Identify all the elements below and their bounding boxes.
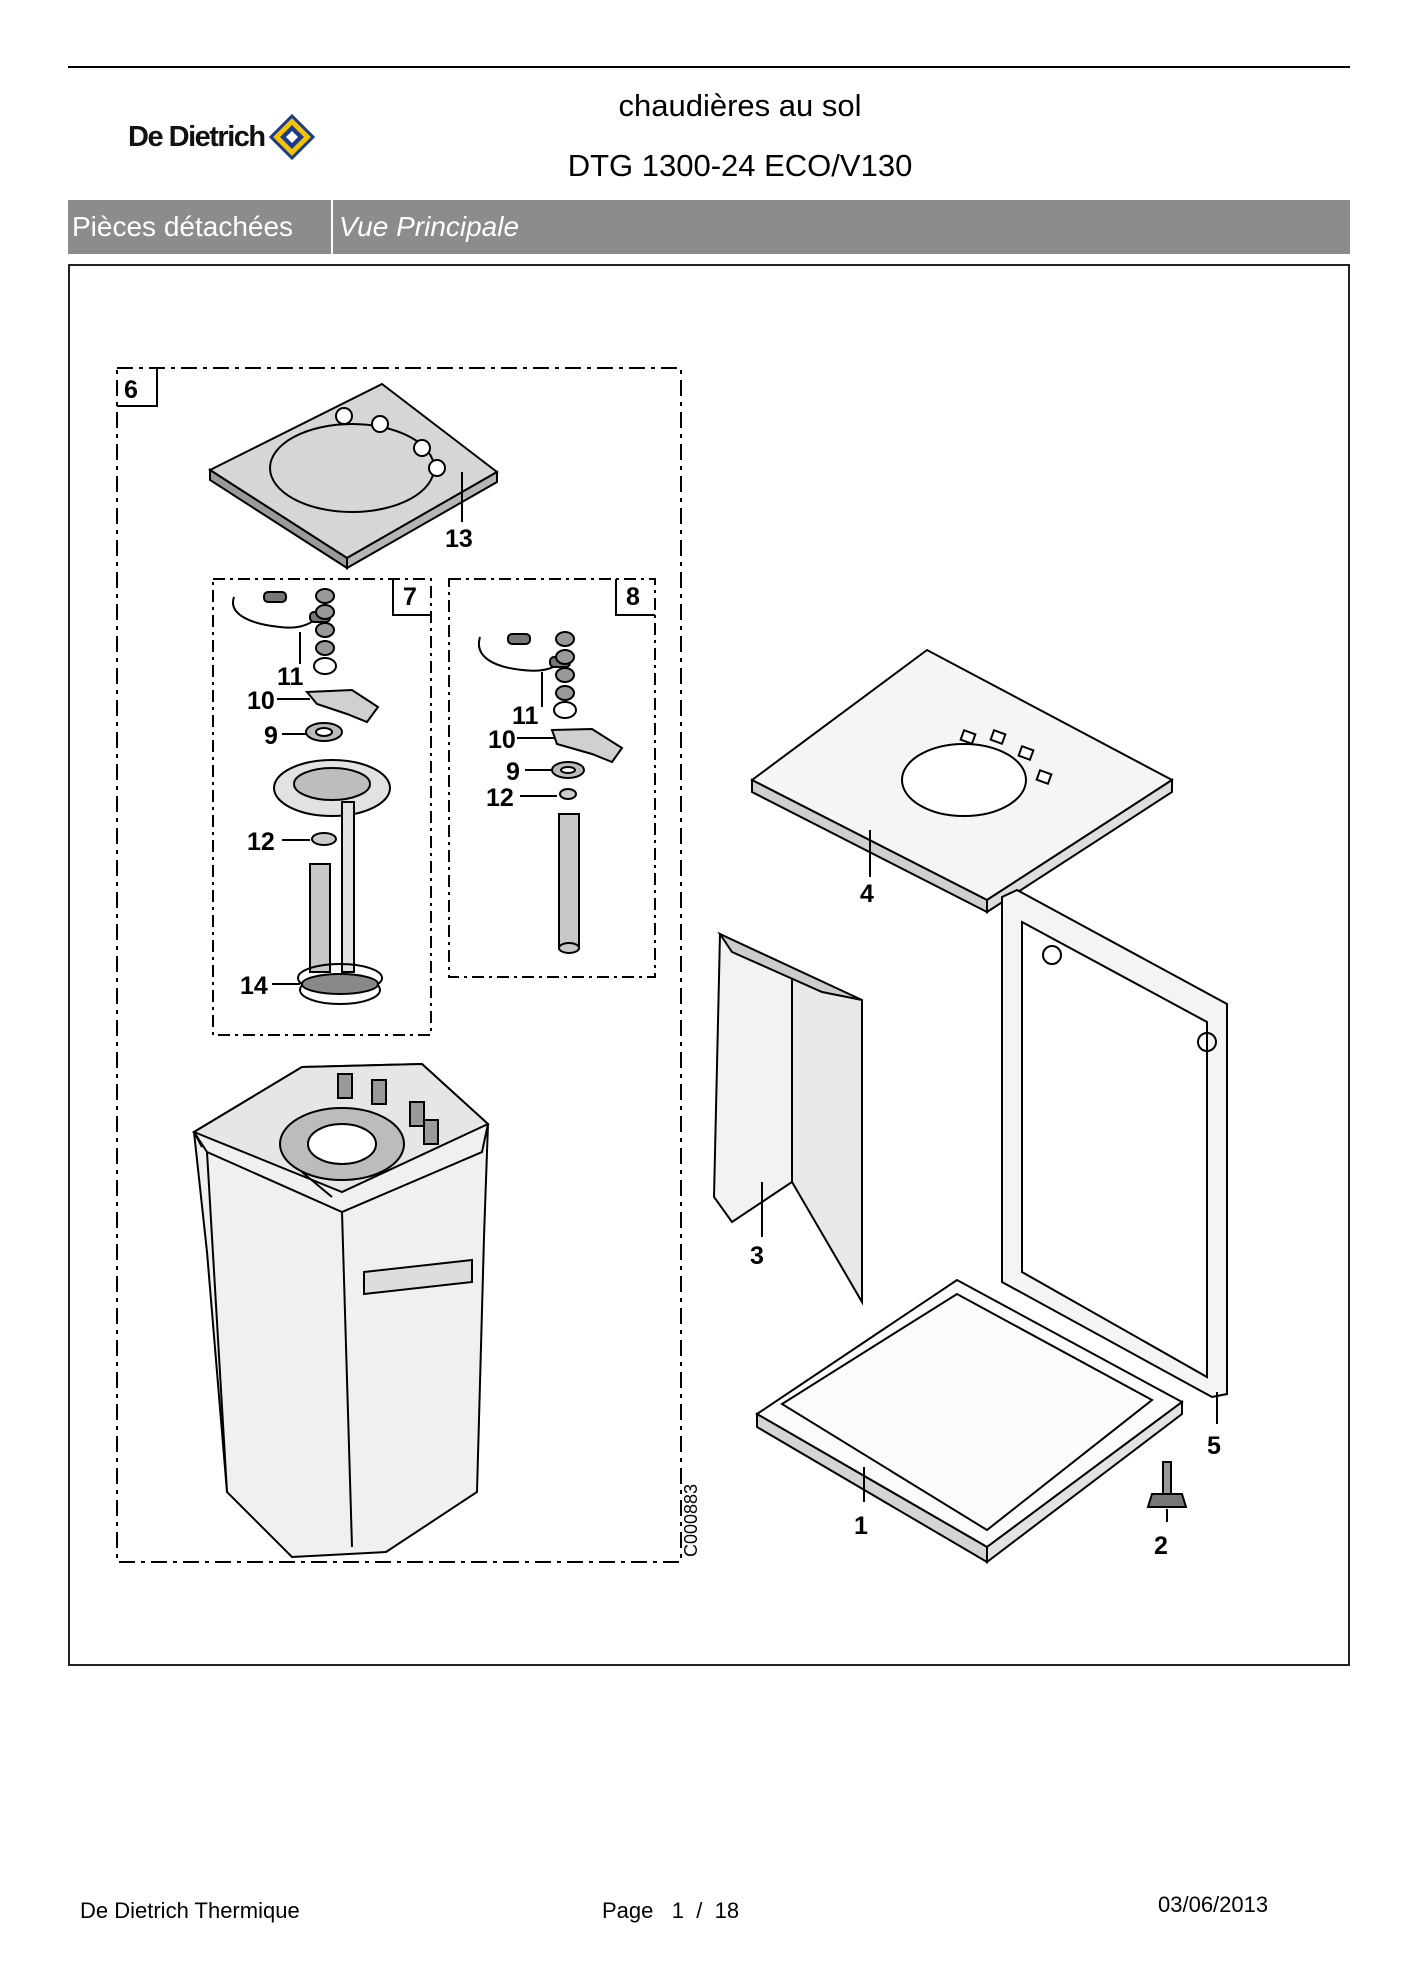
callout-10-a: 10 — [247, 687, 275, 715]
exploded-view-diagram: 6 13 7 — [116, 367, 1228, 1565]
callout-11-b: 11 — [512, 702, 539, 730]
callout-9-a: 9 — [264, 722, 278, 750]
footer-company: De Dietrich Thermique — [80, 1898, 300, 1923]
section-bar: Pièces détachées Vue Principale — [68, 200, 1350, 254]
part-13-gasket-plate: 13 — [207, 382, 499, 570]
callout-10-b: 10 — [488, 726, 516, 754]
callout-5: 5 — [1207, 1432, 1221, 1460]
page-separator: / — [696, 1898, 703, 1923]
diamond-logo-icon — [268, 114, 315, 160]
callout-7: 7 — [403, 583, 417, 611]
brand-name: De Dietrich — [128, 120, 266, 153]
section-title: Pièces détachées — [68, 200, 333, 254]
callout-14: 14 — [240, 972, 268, 1000]
diagram-reference: C000883 — [681, 1484, 701, 1557]
part-4-top-panel: 4 — [750, 648, 1174, 914]
page-current: 1 — [671, 1898, 684, 1923]
brand-logo: De Dietrich — [128, 112, 315, 162]
document-title: chaudières au sol — [618, 88, 862, 123]
group-7-box: 7 11 10 9 12 — [212, 578, 432, 1036]
callout-4: 4 — [860, 880, 874, 908]
callout-2: 2 — [1154, 1532, 1168, 1560]
top-rule — [68, 66, 1350, 68]
callout-13: 13 — [445, 525, 473, 553]
callout-8: 8 — [626, 583, 640, 611]
water-tank — [191, 1062, 490, 1559]
part-5-back-panel: 5 — [1001, 888, 1228, 1460]
footer-date: 03/06/2013 — [1158, 1892, 1269, 1917]
part-2-adjustable-foot: 2 — [1146, 1461, 1188, 1560]
callout-12-a: 12 — [247, 828, 275, 856]
diagram-frame: 6 13 7 — [68, 264, 1350, 1666]
callout-3: 3 — [750, 1242, 764, 1270]
callout-11-a: 11 — [277, 663, 304, 691]
part-3-side-panel: 3 — [712, 931, 863, 1306]
callout-1: 1 — [854, 1512, 868, 1540]
callout-9-b: 9 — [506, 758, 520, 786]
view-title: Vue Principale — [339, 211, 520, 242]
part-1-base-tray: 1 — [755, 1278, 1184, 1565]
page-total: 18 — [714, 1898, 740, 1923]
group-8-box: 8 11 10 9 12 — [448, 578, 656, 978]
footer-pagination: Page 1 / 18 — [602, 1898, 739, 1924]
group-6-box: 6 — [116, 367, 682, 1563]
page-label: Page — [602, 1898, 654, 1923]
callout-6: 6 — [124, 376, 138, 404]
model-name: DTG 1300-24 ECO/V130 — [567, 148, 913, 183]
callout-12-b: 12 — [486, 784, 514, 812]
